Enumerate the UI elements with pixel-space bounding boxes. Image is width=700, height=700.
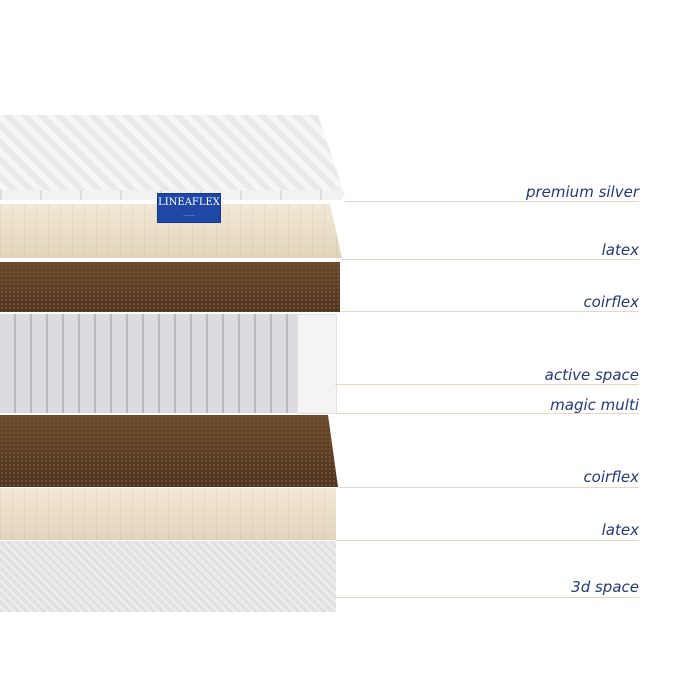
leader-line <box>336 597 639 598</box>
leader-line <box>335 384 639 385</box>
layer-premium-silver <box>0 115 345 197</box>
layer-latex-bottom <box>0 488 336 540</box>
layer-magic-multi <box>297 314 337 414</box>
logo-text: LINEAFLEX <box>158 197 220 208</box>
layer-3d-space <box>0 541 336 612</box>
leader-line <box>336 540 639 541</box>
layer-coirflex-bottom <box>0 415 338 487</box>
label-premium-silver: premium silver <box>525 183 639 201</box>
leader-line <box>342 259 639 260</box>
layer-coirflex-top <box>0 262 340 312</box>
label-latex-bottom: latex <box>601 521 639 539</box>
label-active-space: active space <box>544 366 639 384</box>
layer-active-space <box>0 314 297 413</box>
leader-line <box>345 201 639 202</box>
leader-line <box>335 413 639 414</box>
brand-logo: LINEAFLEX——— <box>157 193 221 223</box>
label-magic-multi: magic multi <box>550 396 639 414</box>
label-coirflex: coirflex <box>583 293 639 311</box>
label-coirflex-bottom: coirflex <box>583 468 639 486</box>
leader-line <box>340 311 639 312</box>
label-3d-space: 3d space <box>571 578 639 596</box>
leader-line <box>338 487 639 488</box>
label-latex: latex <box>601 241 639 259</box>
